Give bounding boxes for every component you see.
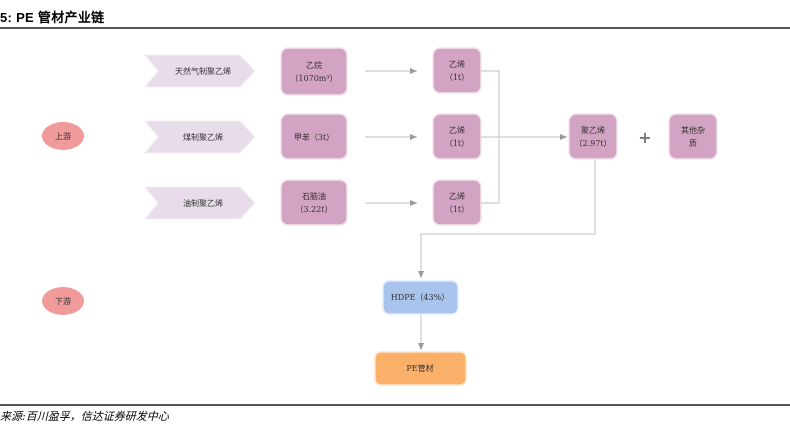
polyethylene-qty: （2.97t） [574, 139, 611, 148]
route-label: 煤制聚乙烯 [183, 132, 223, 142]
polyethylene-box: 聚乙烯 （2.97t） [568, 113, 618, 160]
route-label: 天然气制聚乙烯 [175, 66, 231, 76]
arrow-to-hdpe [418, 159, 596, 278]
footer-divider [0, 404, 790, 406]
route-chevron-natural-gas: 天然气制聚乙烯 [143, 54, 256, 88]
polyethylene-name: 聚乙烯 [581, 125, 605, 135]
ethylene-box-3: 乙烯 （1t） [432, 179, 482, 226]
impurities-line1: 其他杂 [681, 125, 705, 135]
route-label: 油制聚乙烯 [183, 198, 223, 208]
impurities-box: 其他杂 质 [668, 113, 718, 160]
source-note: 来源:百川盈孚，信达证券研发中心 [0, 410, 169, 423]
hdpe-label: HDPE（43%） [391, 293, 449, 302]
pe-pipe-label: PE管材 [406, 363, 433, 373]
feedstock-qty: （1070m³） [290, 74, 337, 83]
stage-upstream-label: 上游 [55, 131, 71, 141]
feedstock-name: 石脑油 [302, 191, 326, 201]
feedstock-name: 乙烷 [306, 60, 322, 70]
ethylene-qty: （1t） [445, 139, 469, 148]
route-chevron-coal: 煤制聚乙烯 [143, 120, 256, 154]
feedstock-box-toluene: 甲苯（3t） [280, 113, 348, 160]
pe-pipe-box: PE管材 [374, 351, 467, 386]
impurities-line2: 质 [689, 138, 697, 148]
feedstock-box-ethane: 乙烷 （1070m³） [280, 47, 348, 96]
feedstock-name: 甲苯（3t） [294, 132, 334, 142]
ethylene-name: 乙烯 [449, 125, 465, 135]
stage-downstream-label: 下游 [55, 296, 71, 306]
hdpe-box: HDPE（43%） [382, 280, 459, 315]
ethylene-qty: （1t） [445, 73, 469, 82]
ethylene-name: 乙烯 [449, 191, 465, 201]
feedstock-qty: （3.22t） [295, 205, 332, 214]
ethylene-qty: （1t） [445, 205, 469, 214]
header-divider [0, 27, 790, 29]
stage-downstream: 下游 [42, 287, 84, 315]
ethylene-name: 乙烯 [449, 59, 465, 69]
feedstock-box-naphtha: 石脑油 （3.22t） [280, 179, 348, 226]
figure-title: 5: PE 管材产业链 [0, 10, 105, 25]
stage-upstream: 上游 [42, 122, 84, 150]
ethylene-box-1: 乙烯 （1t） [432, 47, 482, 94]
plus-icon: + [638, 128, 651, 147]
route-chevron-oil: 油制聚乙烯 [143, 186, 256, 220]
ethylene-box-2: 乙烯 （1t） [432, 113, 482, 160]
